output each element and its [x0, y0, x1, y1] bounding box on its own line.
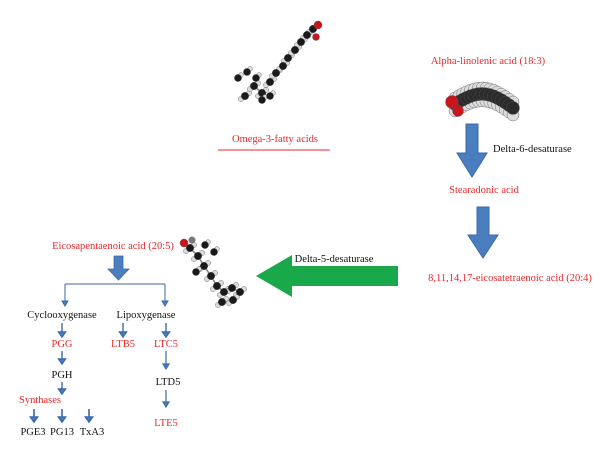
carbon-atom	[303, 31, 312, 40]
molecule-top-icon	[234, 20, 323, 104]
carbon-atom	[272, 68, 281, 77]
carbon-atom	[240, 91, 249, 100]
arrow-ltd5-to-lte5	[161, 390, 171, 409]
lte5-label: LTE5	[154, 418, 178, 429]
carbon-atom	[193, 251, 202, 260]
delta5-label: Delta-5-desaturase	[295, 254, 374, 265]
txa3-label: TxA3	[80, 427, 105, 438]
carbon-atom	[219, 288, 228, 297]
ltc5-label: LTC5	[154, 339, 178, 350]
pgh-label: PGH	[51, 370, 72, 381]
carbon-atom	[188, 236, 196, 244]
carbon-atom	[252, 74, 260, 82]
molecule-left-icon	[179, 236, 247, 308]
carbon-atom	[235, 288, 244, 297]
arrow-pgh-to-synthases	[57, 382, 67, 396]
pge3-label: PGE3	[20, 427, 45, 438]
carbon-atom	[291, 46, 300, 55]
carbon-atom	[192, 268, 200, 276]
molecule-spacefill-icon	[445, 81, 520, 122]
carbon-atom	[258, 96, 266, 104]
arrow-down-epa	[107, 255, 130, 281]
oxygen-atom	[445, 95, 459, 109]
oxygen-atom	[452, 105, 464, 117]
carbon-atom	[212, 282, 221, 291]
arrow-cox-to-pgg	[57, 323, 67, 339]
carbon-atom	[217, 298, 226, 307]
omega-title: Omega-3-fatty acids	[232, 134, 318, 145]
eicosatetraenoic-label: 8,11,14,17-eicosatetraenoic acid (20:4)	[428, 273, 592, 284]
epa-label: Eicosapentaenoic acid (20:5)	[52, 241, 174, 252]
carbon-atom	[249, 81, 258, 90]
carbon-atom	[201, 241, 209, 249]
pg13-label: PG13	[50, 427, 74, 438]
carbon-atom	[206, 272, 215, 281]
carbon-atom	[243, 68, 251, 76]
carbon-atom	[279, 62, 288, 71]
arrow-down-to-eicosatetraenoic	[467, 206, 499, 259]
carbon-atom	[227, 284, 236, 293]
oxygen-atom	[179, 238, 189, 248]
carbon-atom	[506, 101, 520, 115]
pgg-label: PGG	[51, 339, 72, 350]
arrow-pgg-to-pgh	[57, 351, 67, 366]
carbon-atom	[266, 77, 275, 86]
stearadonic-label: Stearadonic acid	[449, 185, 519, 196]
arrow-down-delta6	[456, 123, 488, 178]
carbon-atom	[185, 243, 194, 252]
carbon-atom	[199, 262, 208, 271]
delta6-label: Delta-6-desaturase	[493, 144, 572, 155]
cyclooxygenase-label: Cyclooxygenase	[27, 310, 97, 321]
arrow-ltc5-to-ltd5	[161, 351, 171, 371]
arrows-lox	[118, 323, 171, 339]
carbon-atom	[297, 38, 306, 47]
carbon-atom	[210, 248, 218, 256]
arrow-left-delta5	[256, 255, 398, 297]
ltd5-label: LTD5	[156, 377, 181, 388]
carbon-atom	[284, 54, 293, 63]
alpha-linolenic-label: Alpha-linolenic acid (18:3)	[431, 56, 546, 67]
ltb5-label: LTB5	[111, 339, 135, 350]
branch-connector	[61, 283, 169, 307]
carbon-atom	[228, 296, 237, 305]
carbon-atom	[266, 92, 274, 100]
oxygen-atom	[312, 33, 320, 41]
lipoxygenase-label: Lipoxygenase	[117, 310, 176, 321]
oxygen-atom	[313, 20, 323, 30]
synthases-label: Synthases	[19, 395, 61, 406]
arrows-synthases-to-products	[28, 409, 95, 424]
carbon-atom	[234, 74, 242, 82]
